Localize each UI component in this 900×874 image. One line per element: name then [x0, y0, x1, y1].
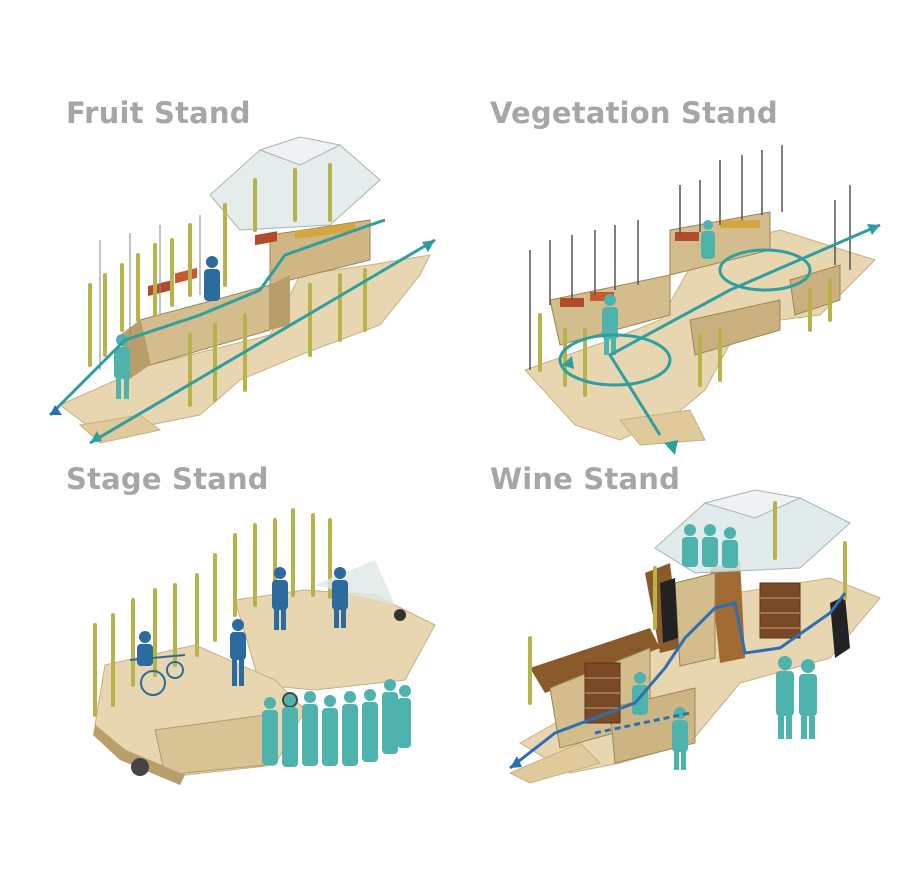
- arrow-head-icon: [510, 756, 522, 768]
- plant-stalks: [538, 278, 832, 397]
- stage-stand-illustration: [93, 508, 436, 785]
- person-figure: [204, 256, 220, 301]
- vegetable-crate: [675, 232, 699, 241]
- arrow-head-icon: [664, 440, 678, 455]
- wine-stand-wall: [530, 628, 660, 693]
- arrow-head-icon: [422, 240, 435, 252]
- vegetation-stand-illustration: [524, 145, 881, 455]
- wine-bottle-grid: [585, 597, 800, 709]
- stage-wheel: [131, 758, 149, 776]
- fruit-stand-canopy-roof: [258, 136, 342, 166]
- stage-step: [154, 714, 266, 776]
- person-figure: [114, 334, 130, 399]
- vegetation-stand-title: Vegetation Stand: [490, 96, 778, 130]
- circulation-path: [509, 592, 847, 770]
- arrow-head-icon: [50, 405, 62, 415]
- wine-stand-illustration: [508, 489, 881, 784]
- wine-stand-wall-dark-panel: [830, 596, 850, 658]
- drum-kit-icon: [129, 654, 186, 696]
- wine-stand-title: Wine Stand: [490, 462, 681, 496]
- drummer-figure: [137, 631, 153, 666]
- stage-stand-title: Stage Stand: [66, 462, 269, 496]
- audience-crowd: [262, 679, 411, 767]
- stage-edge-shadow: [93, 725, 185, 785]
- wine-stand-wall-inner: [674, 572, 716, 667]
- fruit-crate: [148, 280, 170, 297]
- person-figure: [701, 220, 715, 259]
- wine-stand-wall-dark-panel: [660, 578, 678, 643]
- trellis-poles: [529, 145, 851, 370]
- person-figure: [602, 294, 618, 355]
- vegetation-stand-ramp: [619, 409, 706, 446]
- fruit-stand-wall-side: [270, 275, 290, 330]
- fruit-crate: [295, 222, 355, 240]
- fruit-crate: [255, 231, 277, 246]
- person-figure: [632, 672, 648, 715]
- performer-figure: [272, 567, 288, 630]
- arrow-head-icon: [867, 224, 880, 235]
- trellis-poles: [99, 215, 201, 370]
- wine-stand-ramp: [508, 742, 601, 784]
- visitor-group: [776, 656, 817, 739]
- wine-stand-canopy-roof: [703, 489, 802, 519]
- wine-stand-wall: [710, 560, 745, 663]
- vegetation-stand-wall: [789, 264, 841, 316]
- stage-spotlight-beam: [315, 560, 395, 605]
- circulation-loops: [558, 223, 881, 436]
- arrow-head-icon: [562, 356, 574, 369]
- arrow-head-icon: [90, 431, 102, 443]
- circulation-arrows: [48, 218, 436, 445]
- vegetation-stand-wall: [689, 299, 781, 356]
- performer-figure: [332, 567, 348, 628]
- plant-stalks: [528, 501, 847, 705]
- performer-figure: [230, 619, 246, 686]
- visitor-group: [682, 524, 738, 568]
- vegetable-crate: [590, 292, 614, 301]
- fruit-crate: [175, 267, 197, 284]
- vegetable-crate: [560, 298, 584, 307]
- wine-rack: [759, 582, 801, 639]
- vegetable-crate: [720, 220, 760, 228]
- fruit-stand-illustration: [48, 136, 436, 445]
- fruit-stand-title: Fruit Stand: [66, 96, 251, 130]
- stage-speaker: [394, 609, 406, 621]
